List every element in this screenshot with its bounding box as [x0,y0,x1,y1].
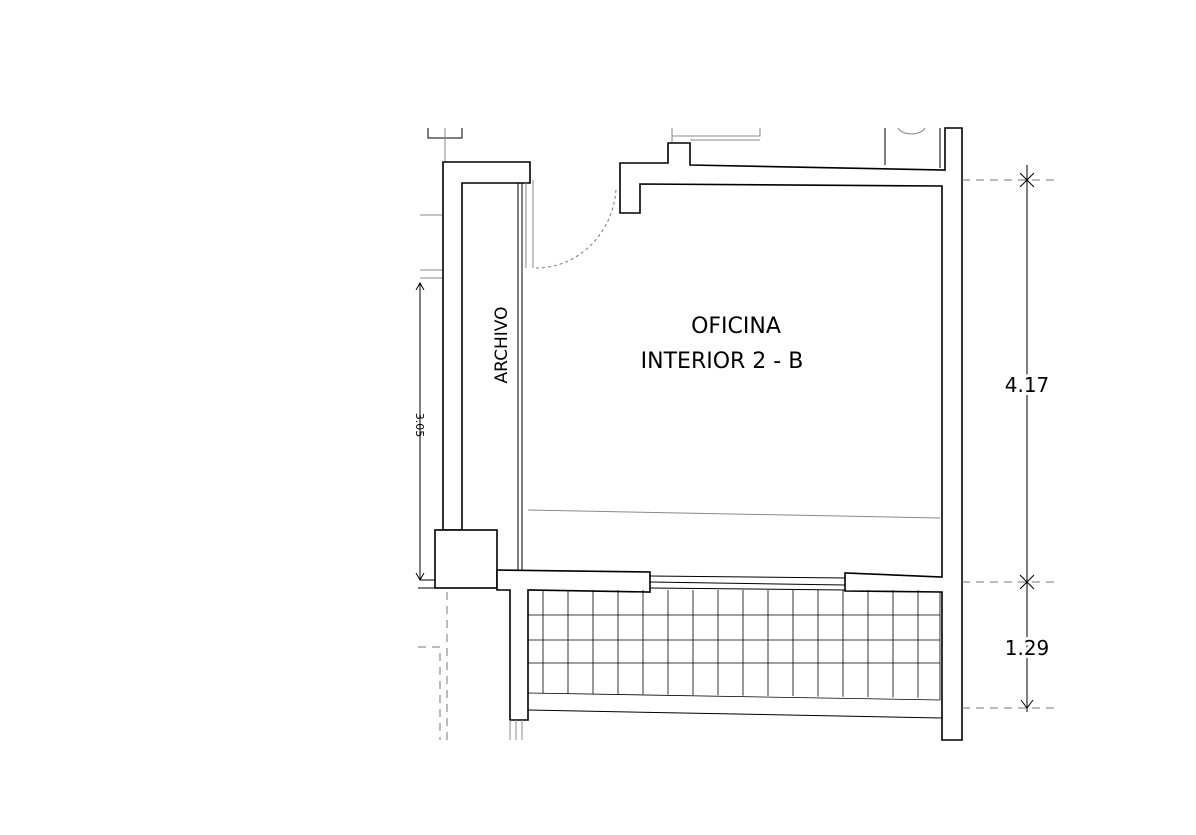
office-top-wall [619,127,963,741]
door-swing [535,189,617,269]
column-pier [434,529,498,589]
top-fragments [420,127,941,279]
dimension-left-partial: 3.05 [413,413,426,438]
room-label-oficina: OFICINA [691,314,781,339]
office-bottom-wall [496,569,651,721]
dimension-office: 4.17 [1005,373,1050,397]
archivo-partition [517,183,523,570]
room-label-interior: INTERIOR 2 - B [641,349,804,374]
dimension-balcony: 1.29 [1005,636,1050,660]
dimension-lines [415,165,1055,740]
room-label-archivo: ARCHIVO [492,307,512,384]
balcony-tiles [527,590,941,701]
tile-line [527,692,941,701]
archivo-wall [442,161,531,531]
